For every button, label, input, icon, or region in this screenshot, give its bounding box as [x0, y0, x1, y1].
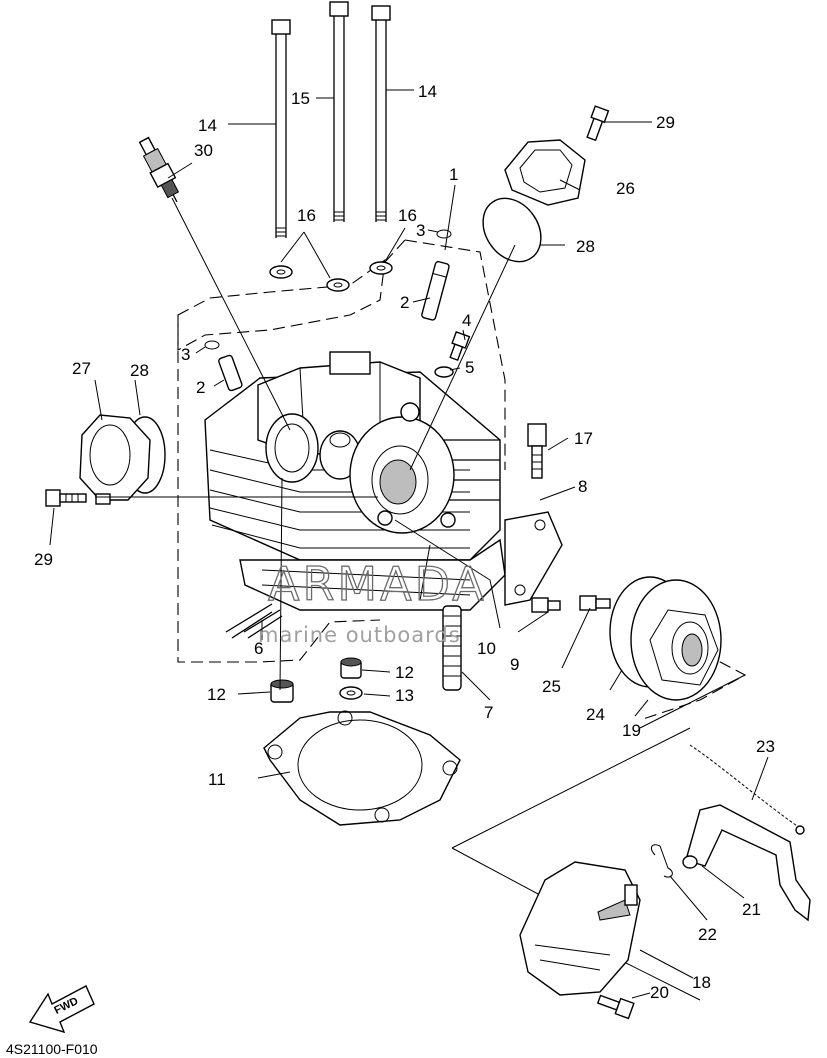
callout-23: 23: [756, 737, 775, 756]
valve-guide-2-lower: [218, 354, 243, 392]
callout-6: 6: [254, 639, 263, 658]
leader-lines: [49, 89, 769, 999]
callout-3-upper: 3: [416, 221, 425, 240]
callout-24: 24: [586, 705, 605, 724]
cylinder-bolt-15: [329, 1, 349, 222]
cylinder-gasket-11: [263, 710, 461, 826]
callout-1: 1: [449, 165, 458, 184]
callout-labels: 14 15 14 30 16 16 1 3 2 4 5 3 2 26 28 29…: [34, 82, 775, 1002]
callout-10: 10: [477, 639, 496, 658]
spark-plug-30: [138, 136, 180, 203]
callout-2-upper: 2: [400, 293, 409, 312]
tappet-cover-26: [504, 139, 586, 206]
cover-plate-19: [630, 579, 722, 701]
watermark-brand: ARMADA: [268, 557, 487, 611]
tappet-cover-27: [79, 414, 151, 505]
callout-14-left: 14: [198, 116, 217, 135]
callout-9: 9: [510, 655, 519, 674]
washer-5: [434, 366, 454, 378]
callout-30: 30: [194, 141, 213, 160]
callout-14-right: 14: [418, 82, 437, 101]
callout-25: 25: [542, 677, 561, 696]
valve-guide-2-upper: [421, 260, 450, 321]
callout-15: 15: [291, 89, 310, 108]
bolt-20: [596, 994, 635, 1020]
washer-16: [269, 261, 393, 292]
bolt-4: [449, 331, 471, 362]
callout-22: 22: [698, 925, 717, 944]
valve-clip-3-upper: [436, 229, 452, 239]
callout-3-lower: 3: [181, 345, 190, 364]
bolt-29-left: [45, 489, 87, 507]
callout-12-center: 12: [395, 663, 414, 682]
bolt-29-right: [586, 105, 610, 142]
callout-16-left: 16: [297, 206, 316, 225]
bolt-25: [579, 595, 611, 611]
assembly-boundary-cylinder-head: [177, 239, 506, 663]
callout-18: 18: [692, 973, 711, 992]
callout-11: 11: [208, 770, 226, 789]
watermark-tagline: marine outboards: [258, 623, 461, 647]
callout-21: 21: [742, 900, 761, 919]
dowel-pin-12-center: [340, 657, 362, 679]
callout-13: 13: [395, 686, 414, 705]
cylinder-bolt-14-right: [371, 5, 391, 222]
callout-28-right: 28: [576, 237, 595, 256]
callout-2-lower: 2: [196, 378, 205, 397]
callout-27: 27: [72, 359, 91, 378]
gasket-28-right: [482, 197, 542, 263]
callout-29-right: 29: [656, 113, 675, 132]
valve-clip-3-lower: [204, 340, 220, 350]
hose-21: [682, 804, 811, 922]
callout-5: 5: [465, 358, 474, 377]
diagram-code: 4S21100-F010: [6, 1041, 98, 1057]
air-cut-cover-18: [519, 861, 641, 996]
callout-8: 8: [578, 477, 587, 496]
callout-17: 17: [574, 429, 593, 448]
band-23: [689, 744, 805, 835]
dowel-pin-12-left: [270, 679, 294, 703]
callout-4: 4: [462, 311, 471, 330]
callout-19: 19: [622, 721, 641, 740]
washer-13: [339, 686, 363, 700]
callout-12-left: 12: [207, 685, 226, 704]
assembly-boundary-air-induction: [451, 727, 701, 1001]
callout-20: 20: [650, 983, 669, 1002]
clamp-22: [650, 844, 673, 878]
stud-7: [442, 605, 462, 691]
bolt-17: [527, 423, 547, 479]
callout-16-right: 16: [398, 206, 417, 225]
callout-7: 7: [484, 703, 493, 722]
callout-26: 26: [616, 179, 635, 198]
callout-29-left: 29: [34, 550, 53, 569]
cylinder-bolt-14-left: [271, 19, 291, 238]
fwd-arrow-icon: FWD: [28, 985, 95, 1034]
bolt-9: [531, 597, 561, 613]
cylinder-head: [204, 351, 563, 611]
callout-28-left: 28: [130, 361, 149, 380]
